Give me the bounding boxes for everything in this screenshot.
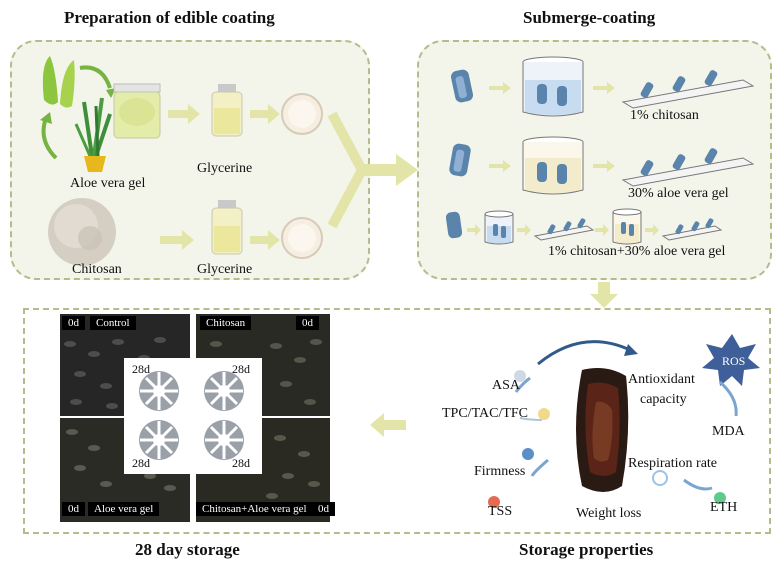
cycle-arrow-icon xyxy=(79,65,112,89)
chitosan-28d-inset xyxy=(196,358,262,416)
cycle-arrow-icon xyxy=(41,117,58,160)
arrow-right-icon xyxy=(489,160,511,172)
control-28d-inset xyxy=(124,358,194,416)
beaker-chitosan-image xyxy=(522,56,584,117)
fruit-image xyxy=(445,211,463,239)
inset4-day-label: 28d xyxy=(232,456,250,470)
arrow-right-icon xyxy=(593,160,615,172)
tray-image xyxy=(621,148,755,187)
tray-small-image xyxy=(661,218,723,241)
chitosan-label: Chitosan xyxy=(72,262,122,277)
row3-combined-label: 1% chitosan+30% aloe vera gel xyxy=(548,244,726,259)
submerge-title: Submerge-coating xyxy=(523,8,656,27)
combined-name-label: Chitosan+Aloe vera gel xyxy=(196,502,313,516)
aloe-vera-gel-label: Aloe vera gel xyxy=(70,176,146,191)
ros-star-icon xyxy=(702,334,760,386)
control-name-label: Control xyxy=(90,316,136,330)
properties-title: Storage properties xyxy=(519,540,654,559)
tpc-bubble-icon xyxy=(538,408,550,420)
aloe-name-label: Aloe vera gel xyxy=(88,502,160,516)
converge-arrow-icon xyxy=(327,111,368,229)
tray-image xyxy=(621,70,755,109)
chitosan-day-label: 0d xyxy=(296,316,319,330)
tpc-label: TPC/TAC/TFC xyxy=(442,406,529,421)
arrow-icon xyxy=(718,380,738,417)
inset2-day-label: 28d xyxy=(232,362,250,376)
respiration-label: Respiration rate xyxy=(628,456,718,471)
arrow-icon xyxy=(683,478,713,491)
curved-arrow-icon xyxy=(537,340,631,366)
firmness-label: Firmness xyxy=(474,464,526,479)
cycle-arrow-head-icon xyxy=(40,112,52,124)
glycerine-bottle-image xyxy=(211,200,243,255)
beaker-aloe-image xyxy=(522,136,584,195)
preparation-title: Preparation of edible coating xyxy=(64,8,275,27)
combined-day-label: 0d xyxy=(312,502,335,516)
ros-label: ROS xyxy=(722,354,746,368)
inset1-day-label: 28d xyxy=(132,362,150,376)
arrow-right-icon xyxy=(489,82,511,94)
antioxidant-label: Antioxidant xyxy=(628,372,695,387)
arrow-right-icon xyxy=(517,224,531,236)
arrow-right-icon xyxy=(168,104,200,124)
preparation-graphics xyxy=(40,56,368,266)
control-day-label: 0d xyxy=(62,316,85,330)
down-arrow-icon xyxy=(590,282,618,308)
glycerine-label-top: Glycerine xyxy=(197,161,253,176)
aloe-day-label: 0d xyxy=(62,502,85,516)
row2-aloe-label: 30% aloe vera gel xyxy=(628,186,729,201)
arrow-icon xyxy=(519,417,543,421)
aloe-leaf-image xyxy=(42,56,75,108)
properties-graphics xyxy=(488,334,760,508)
inset3-day-label: 28d xyxy=(132,456,150,470)
mda-label: MDA xyxy=(712,424,745,439)
chitosan-name-label: Chitosan xyxy=(200,316,252,330)
arrow-icon xyxy=(514,376,531,393)
aloe-28d-inset xyxy=(124,418,194,474)
glycerine-bottle-image xyxy=(211,84,243,137)
arrow-right-icon xyxy=(250,230,280,250)
asa-label: ASA xyxy=(492,378,521,393)
gel-jar-image xyxy=(113,83,161,139)
sliced-fruit-image xyxy=(204,420,244,460)
arrow-right-icon xyxy=(250,104,280,124)
combined-28d-inset xyxy=(196,418,262,474)
eth-bubble-icon xyxy=(714,492,726,504)
arrow-right-icon xyxy=(467,224,481,236)
curved-arrow-head-icon xyxy=(624,344,638,356)
tss-label: TSS xyxy=(488,504,513,519)
row1-chitosan-label: 1% chitosan xyxy=(630,108,699,123)
fruit-image xyxy=(576,368,629,492)
eth-label: ETH xyxy=(710,500,738,515)
capacity-label: capacity xyxy=(640,392,687,407)
glycerine-label-bottom: Glycerine xyxy=(197,262,253,277)
arrow-right-icon xyxy=(593,82,615,94)
tray-small-image xyxy=(533,218,595,241)
respiration-bubble-icon xyxy=(652,470,668,486)
firmness-bubble-icon xyxy=(522,448,534,460)
sliced-fruit-image xyxy=(139,371,179,411)
sliced-fruit-image xyxy=(139,420,179,460)
sliced-fruit-image xyxy=(204,371,244,411)
fruit-image xyxy=(449,143,471,177)
tss-bubble-icon xyxy=(488,496,500,508)
storage-title: 28 day storage xyxy=(135,540,240,559)
fruit-image xyxy=(450,69,474,103)
left-arrow-icon xyxy=(370,413,406,437)
submerge-graphics xyxy=(445,56,755,245)
arrow-right-icon xyxy=(160,230,194,250)
panel-connector-arrow xyxy=(362,154,418,186)
asa-bubble-icon xyxy=(514,370,526,382)
weight-loss-label: Weight loss xyxy=(576,506,642,521)
arrow-icon xyxy=(530,458,549,477)
beaker-chitosan-small-image xyxy=(484,210,514,245)
arrow-right-icon xyxy=(595,224,609,236)
aloe-plant-image xyxy=(74,97,112,172)
beaker-aloe-small-image xyxy=(612,208,642,245)
arrow-right-icon xyxy=(645,224,659,236)
